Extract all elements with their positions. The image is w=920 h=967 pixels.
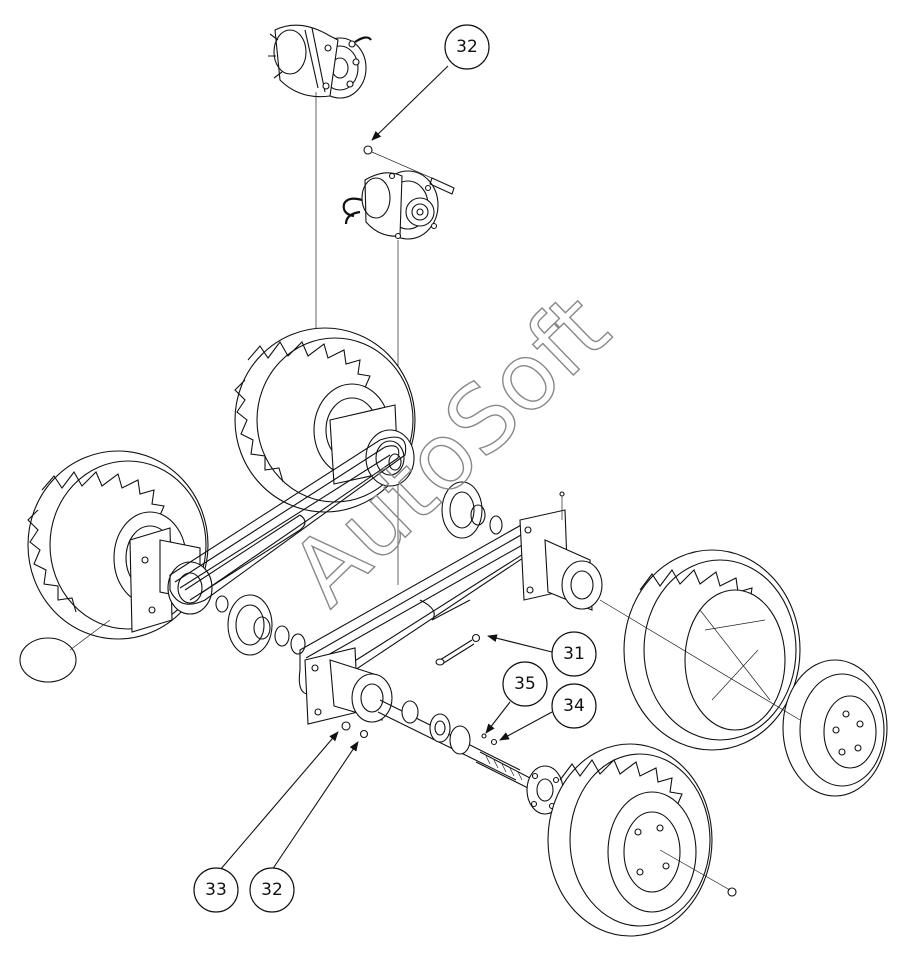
- svg-text:32: 32: [261, 880, 283, 900]
- callout-32-top: 32: [371, 24, 490, 141]
- callout-31-label: 31: [563, 644, 585, 664]
- svg-text:34: 34: [563, 696, 585, 716]
- o-ring: [19, 637, 77, 683]
- hydraulic-motor-upper: [268, 24, 372, 99]
- washer-33: [341, 721, 351, 731]
- svg-text:33: 33: [205, 880, 227, 900]
- sprocket-left: [215, 594, 306, 656]
- nut-32-lower: [359, 729, 369, 739]
- hub-housing-right-lower: [304, 647, 393, 725]
- callout-33: 33: [193, 731, 339, 913]
- key-34: [490, 738, 498, 746]
- callout-35: 35: [485, 661, 548, 734]
- wheel-rim: [599, 599, 888, 797]
- sprocket-middle: [441, 481, 503, 539]
- callout-31: 31: [487, 631, 597, 677]
- hydraulic-motor-lower: [342, 145, 455, 240]
- callout-32-bottom: 32: [249, 741, 359, 913]
- hub-housing-right-upper: [519, 491, 603, 611]
- pin-35: [481, 733, 487, 739]
- svg-text:32: 32: [456, 37, 478, 57]
- tire-front-right: [623, 549, 801, 751]
- assembly-line-o-ring: [69, 619, 111, 651]
- callout-34: 34: [499, 683, 597, 741]
- tire-rear-right: [547, 743, 737, 937]
- svg-text:35: 35: [514, 674, 536, 694]
- drive-chain-left: [169, 436, 407, 605]
- bolt-31: [435, 633, 481, 666]
- axle-shaft: [377, 699, 564, 815]
